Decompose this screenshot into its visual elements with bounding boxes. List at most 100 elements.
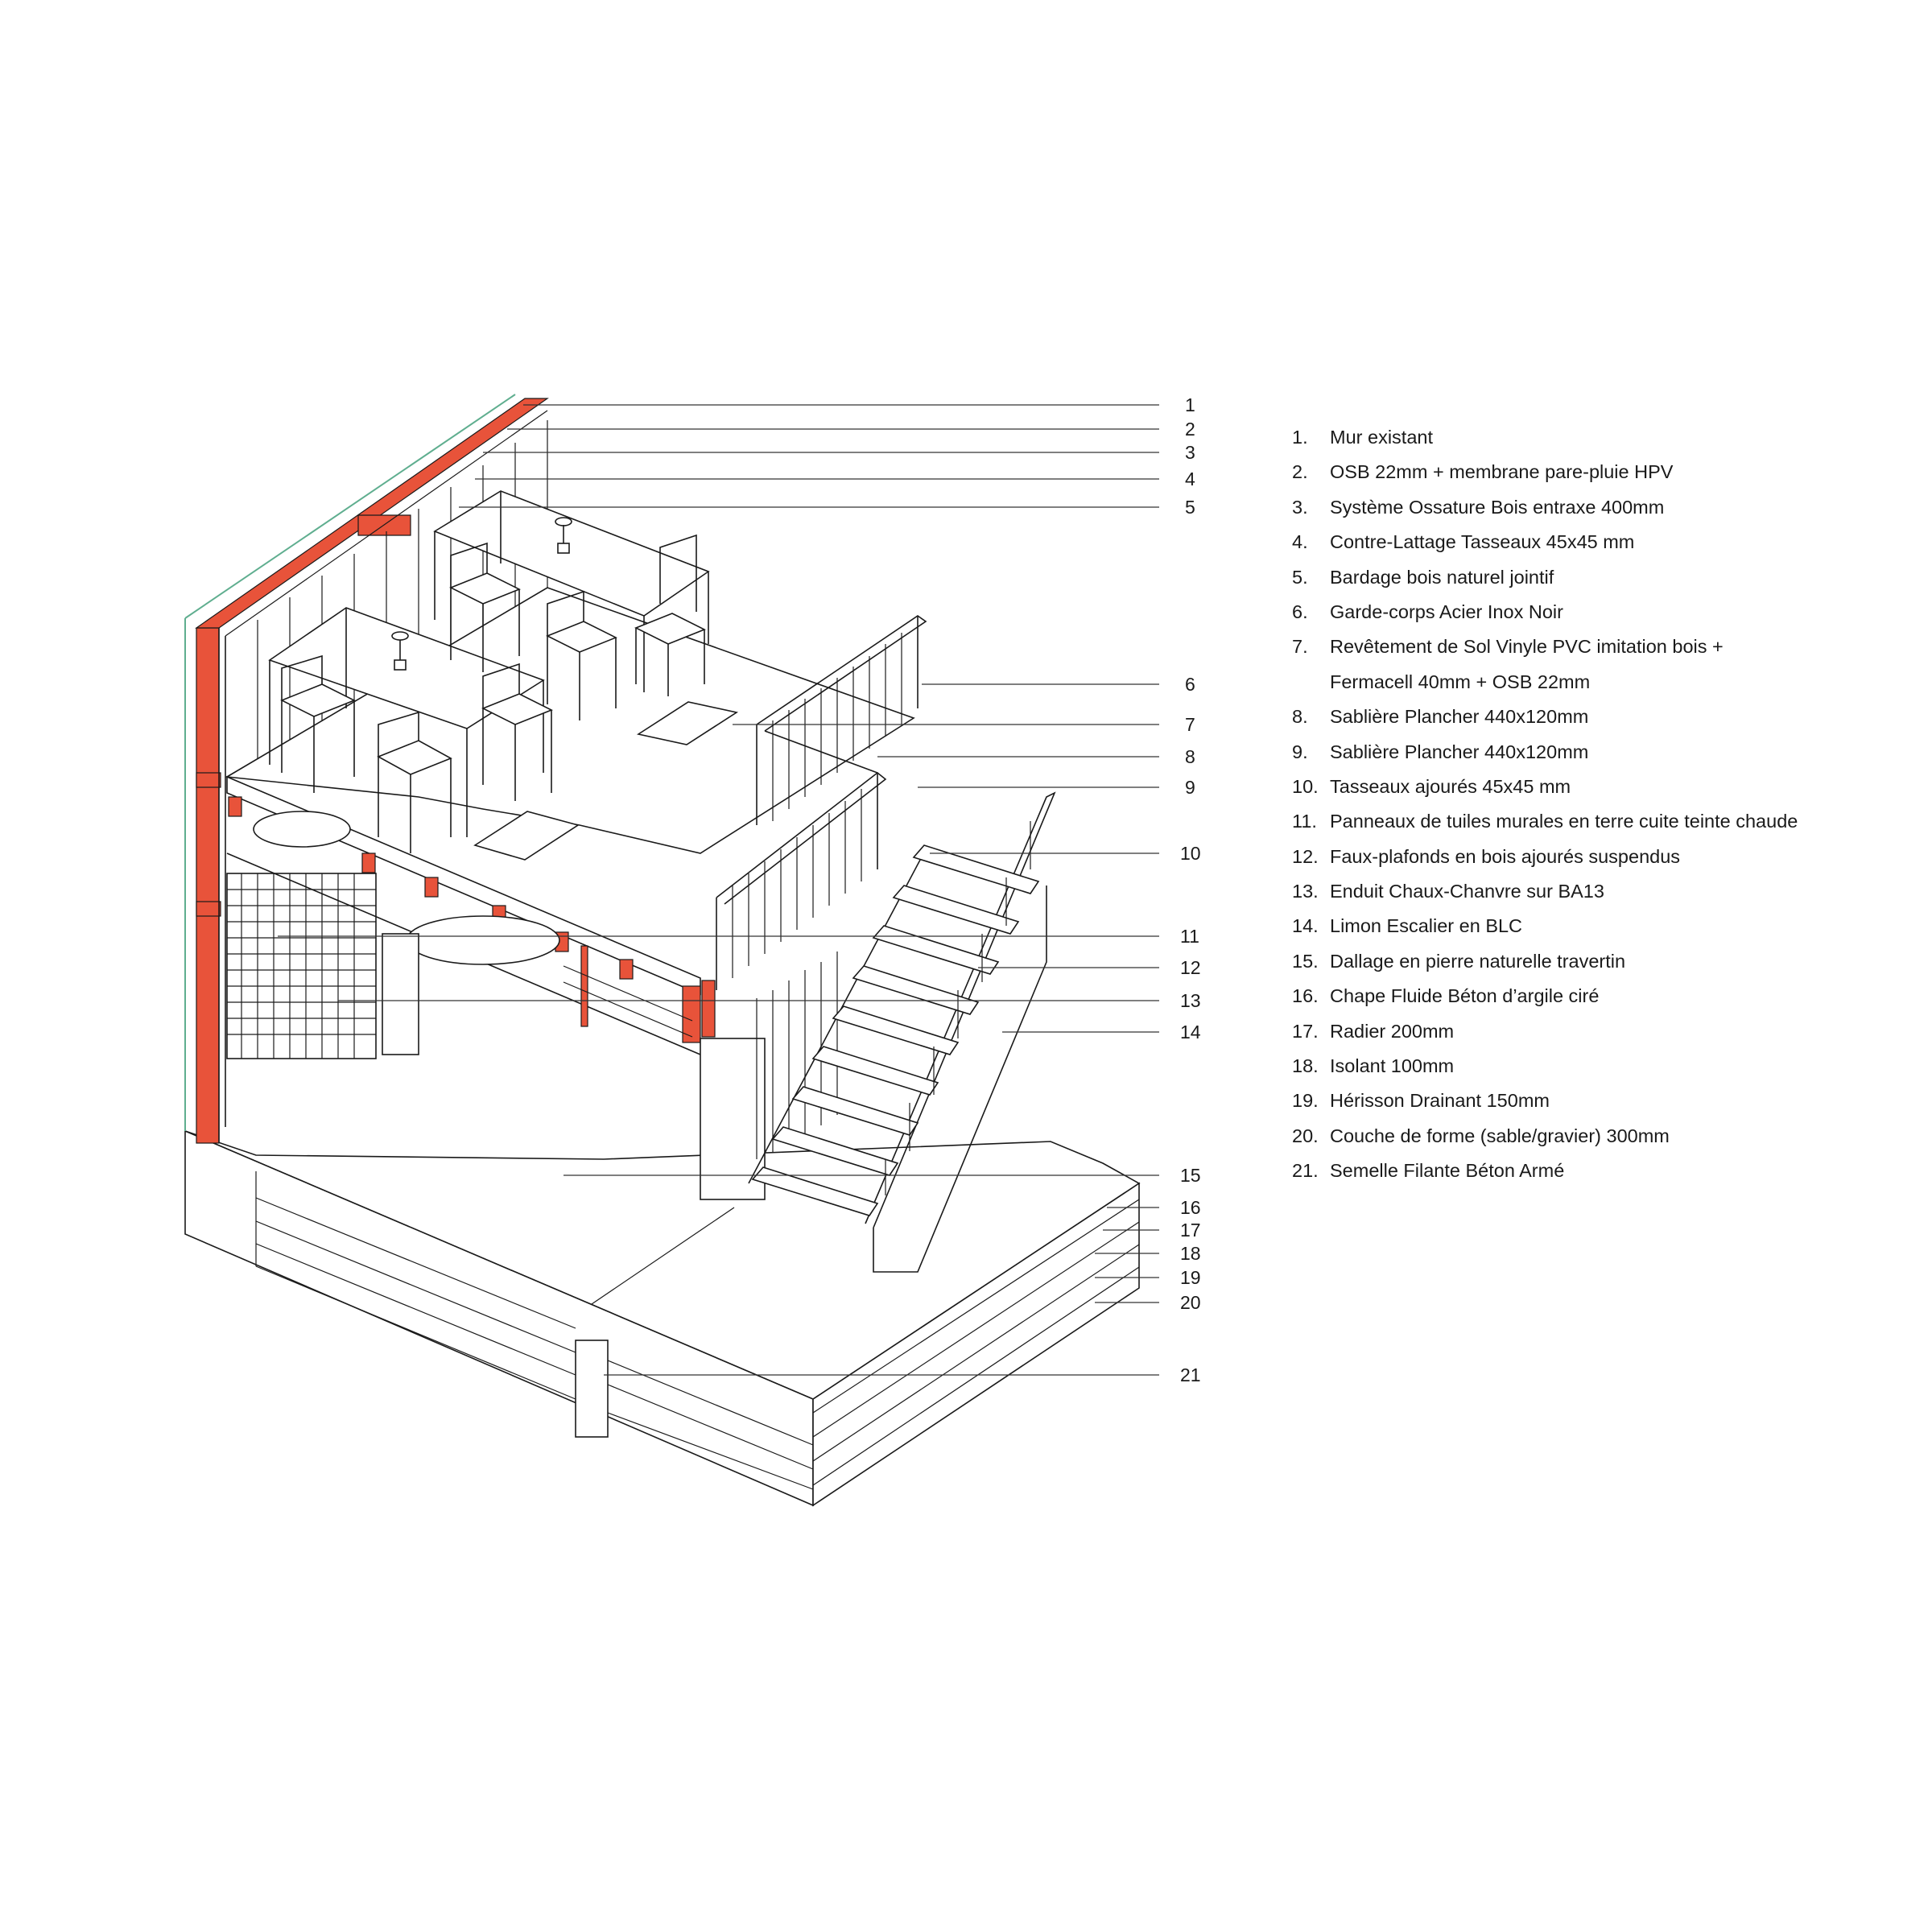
legend-text: Couche de forme (sable/gravier) 300mm	[1330, 1125, 1670, 1146]
legend-text: Mur existant	[1330, 427, 1433, 448]
legend-number: 16.	[1292, 985, 1319, 1007]
callout-20: 20	[1180, 1292, 1201, 1313]
legend-item: 20. Couche de forme (sable/gravier) 300mm	[1292, 1119, 1920, 1154]
legend-number: 15.	[1292, 950, 1319, 972]
legend-text: Revêtement de Sol Vinyle PVC imitation b…	[1330, 636, 1724, 658]
callout-21: 21	[1180, 1364, 1201, 1385]
callout-3: 3	[1185, 442, 1195, 463]
legend-text: OSB 22mm + membrane pare-pluie HPV	[1330, 461, 1674, 483]
legend-text: Sablière Plancher 440x120mm	[1330, 741, 1589, 762]
legend-number: 19.	[1292, 1090, 1319, 1112]
callout-1: 1	[1185, 394, 1195, 415]
legend-item: 6. Garde-corps Acier Inox Noir	[1292, 595, 1920, 630]
callout-10: 10	[1180, 843, 1201, 864]
legend-item-continuation: Fermacell 40mm + OSB 22mm	[1292, 665, 1920, 700]
leader-lines	[278, 404, 1159, 1376]
legend-item: 7. Revêtement de Sol Vinyle PVC imitation…	[1292, 630, 1920, 664]
legend-item: 4. Contre-Lattage Tasseaux 45x45 mm	[1292, 525, 1920, 559]
legend-number: 9.	[1292, 741, 1308, 762]
legend-item: 19. Hérisson Drainant 150mm	[1292, 1084, 1920, 1118]
legend-text: Contre-Lattage Tasseaux 45x45 mm	[1330, 531, 1635, 553]
legend-number: 17.	[1292, 1020, 1319, 1042]
legend-number: 1.	[1292, 427, 1308, 448]
legend-number: 13.	[1292, 881, 1319, 902]
legend-number: 11.	[1292, 811, 1317, 832]
legend-text: Panneaux de tuiles murales en terre cuit…	[1330, 811, 1798, 832]
legend-text: Tasseaux ajourés 45x45 mm	[1330, 775, 1571, 797]
floor-vent-grille	[473, 811, 580, 861]
legend-text: Système Ossature Bois entraxe 400mm	[1330, 496, 1665, 518]
legend-item: 2. OSB 22mm + membrane pare-pluie HPV	[1292, 455, 1920, 489]
legend-number: 21.	[1292, 1160, 1319, 1182]
legend-text: Enduit Chaux-Chanvre sur BA13	[1330, 881, 1604, 902]
legend-item: 21.Semelle Filante Béton Armé	[1292, 1154, 1920, 1188]
guardrail	[716, 615, 927, 990]
floor-vent-grille	[636, 701, 739, 745]
legend-item: 14. Limon Escalier en BLC	[1292, 909, 1920, 943]
wall-stud-red	[196, 627, 220, 1144]
legend-item: 9. Sablière Plancher 440x120mm	[1292, 735, 1920, 770]
legend-text: Chape Fluide Béton d’argile ciré	[1330, 985, 1600, 1007]
callout-14: 14	[1180, 1022, 1201, 1042]
legend-number: 14.	[1292, 915, 1319, 937]
callout-7: 7	[1185, 714, 1195, 735]
callout-18: 18	[1180, 1243, 1201, 1264]
wall-top-plate-red	[195, 398, 549, 629]
legend-text: Limon Escalier en BLC	[1330, 915, 1523, 937]
legend-text: Fermacell 40mm + OSB 22mm	[1330, 671, 1591, 692]
callout-5: 5	[1185, 497, 1195, 518]
legend-item: 1. Mur existant	[1292, 420, 1920, 455]
callout-numbers: 1 2 3 4 5 6 7 8 9 10 11 12 13 14 15 16 1…	[1180, 394, 1201, 1385]
callout-13: 13	[1180, 990, 1201, 1011]
callout-4: 4	[1185, 469, 1195, 489]
callout-19: 19	[1180, 1267, 1201, 1288]
legend-item: 16. Chape Fluide Béton d’argile ciré	[1292, 979, 1920, 1013]
legend-text: Bardage bois naturel jointif	[1330, 566, 1554, 588]
legend-text: Garde-corps Acier Inox Noir	[1330, 601, 1563, 622]
legend-item: 12. Faux-plafonds en bois ajourés suspend…	[1292, 840, 1920, 874]
callout-11: 11	[1180, 926, 1199, 947]
legend-text: Radier 200mm	[1330, 1020, 1455, 1042]
legend-text: Dallage en pierre naturelle travertin	[1330, 950, 1626, 972]
furniture	[268, 490, 710, 853]
legend-item: 3. Système Ossature Bois entraxe 400mm	[1292, 490, 1920, 525]
legend-item: 5. Bardage bois naturel jointif	[1292, 560, 1920, 595]
legend-item: 17. Radier 200mm	[1292, 1014, 1920, 1049]
callout-9: 9	[1185, 777, 1195, 798]
legend-number: 18.	[1292, 1055, 1319, 1077]
callout-15: 15	[1180, 1165, 1201, 1186]
legend-text: Isolant 100mm	[1330, 1055, 1455, 1077]
legend-number: 3.	[1292, 496, 1308, 518]
callout-17: 17	[1180, 1220, 1201, 1241]
legend-item: 15. Dallage en pierre naturelle travertin	[1292, 944, 1920, 979]
foundation-slab	[184, 1129, 1141, 1507]
material-legend: 1. Mur existant 2. OSB 22mm + membrane par…	[1292, 420, 1920, 1189]
callout-16: 16	[1180, 1197, 1201, 1218]
callout-6: 6	[1185, 674, 1195, 695]
legend-number: 10.	[1292, 775, 1319, 797]
legend-number: 20.	[1292, 1125, 1319, 1146]
legend-number: 7.	[1292, 636, 1308, 658]
mezzanine-floor	[225, 587, 915, 1200]
legend-number: 8.	[1292, 706, 1308, 728]
legend-number: 5.	[1292, 566, 1308, 588]
legend-item: 10. Tasseaux ajourés 45x45 mm	[1292, 770, 1920, 804]
legend-text: Hérisson Drainant 150mm	[1330, 1090, 1550, 1112]
legend-text: Faux-plafonds en bois ajourés suspendus	[1330, 845, 1681, 867]
legend-number: 12.	[1292, 845, 1319, 867]
staircase	[748, 791, 1056, 1273]
legend-item: 8. Sablière Plancher 440x120mm	[1292, 700, 1920, 734]
legend-number: 6.	[1292, 601, 1308, 622]
callout-2: 2	[1185, 419, 1195, 440]
wall-tiles-grid	[227, 873, 376, 1059]
callout-12: 12	[1180, 957, 1201, 978]
callout-8: 8	[1185, 746, 1195, 767]
legend-item: 13. Enduit Chaux-Chanvre sur BA13	[1292, 874, 1920, 909]
legend-text: Sablière Plancher 440x120mm	[1330, 706, 1589, 728]
legend-number: 4.	[1292, 531, 1308, 553]
legend-number: 2.	[1292, 461, 1308, 483]
legend-item: 18. Isolant 100mm	[1292, 1049, 1920, 1084]
stair-treads	[751, 844, 1040, 1216]
legend-item: 11. Panneaux de tuiles murales en terre c…	[1292, 804, 1920, 839]
